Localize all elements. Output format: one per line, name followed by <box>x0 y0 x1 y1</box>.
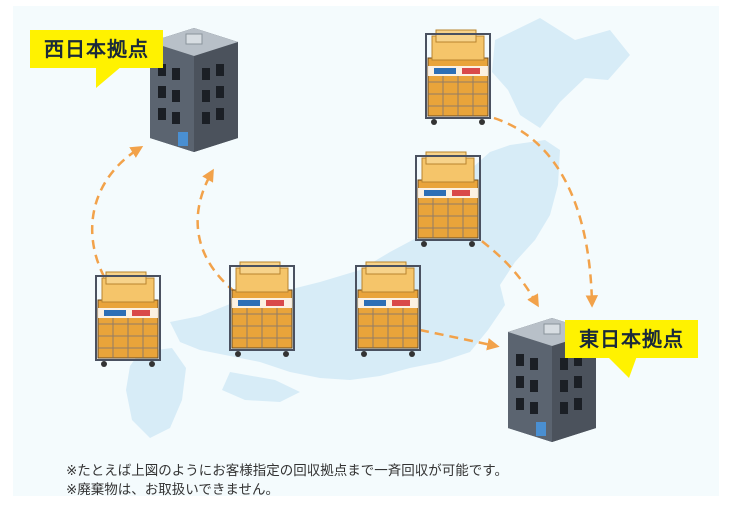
footnotes: ※たとえば上図のようにお客様指定の回収拠点まで一斉回収が可能です。 ※廃棄物は、… <box>66 462 706 500</box>
kyushu <box>126 348 186 438</box>
east-hub-label-text: 東日本拠点 <box>579 327 684 351</box>
shikoku <box>222 372 300 402</box>
cart-kanto-icon <box>355 261 421 358</box>
arrow-kyushu-to-west-hub <box>91 146 144 291</box>
callout-tail <box>607 356 637 378</box>
callout-tail <box>96 66 122 88</box>
cart-tohoku-icon <box>415 151 481 248</box>
west-hub-label: 西日本拠点 <box>30 30 163 88</box>
west-hub-label-text: 西日本拠点 <box>44 37 149 61</box>
diagram-background <box>13 6 719 496</box>
hokkaido <box>492 18 630 128</box>
footnote-waste: ※廃棄物は、お取扱いできません。 <box>66 482 280 498</box>
collection-arrows <box>91 116 599 351</box>
cart-hokkaido-icon <box>425 29 491 126</box>
west-hub-building-icon <box>149 27 239 153</box>
cart-kansai-icon <box>229 261 295 358</box>
arrow-kansai-to-west-hub <box>196 168 236 293</box>
footnote-example: ※たとえば上図のようにお客様指定の回収拠点まで一斉回収が可能です。 <box>66 463 508 479</box>
cart-kyushu-icon <box>95 271 161 368</box>
arrow-kanto-to-east-hub <box>419 328 500 351</box>
east-hub-label: 東日本拠点 <box>565 320 698 378</box>
arrow-tohoku-to-east-hub <box>469 230 539 308</box>
